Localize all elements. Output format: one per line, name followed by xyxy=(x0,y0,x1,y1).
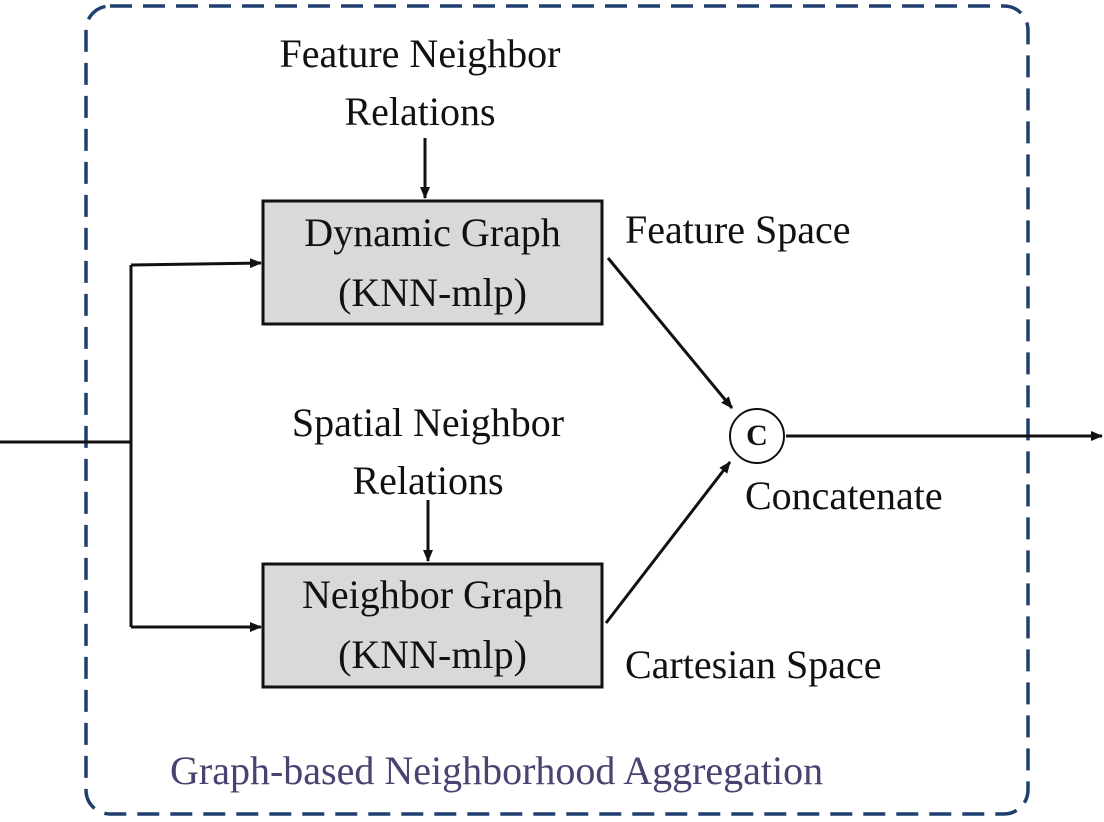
neighbor-graph-subtitle: (KNN-mlp) xyxy=(338,632,527,677)
dynamic-graph-title: Dynamic Graph xyxy=(304,210,561,255)
cartesian-space-label: Cartesian Space xyxy=(625,642,882,687)
neighbor-graph-box xyxy=(261,562,604,689)
spatial-neighbor-label-line2: Relations xyxy=(352,458,504,503)
arrow-feature-to-concat xyxy=(606,257,734,409)
feature-space-label: Feature Space xyxy=(625,207,851,252)
neighbor-graph-title: Neighbor Graph xyxy=(301,572,564,617)
concatenate-symbol: C xyxy=(746,419,768,452)
frame-title: Graph-based Neighborhood Aggregation xyxy=(170,748,824,793)
dynamic-graph-subtitle: (KNN-mlp) xyxy=(338,270,527,315)
spatial-neighbor-label-line1: Spatial Neighbor xyxy=(291,400,565,445)
concatenate-node xyxy=(729,408,785,464)
concatenate-label: Concatenate xyxy=(745,473,943,518)
arrow-to-dynamic-graph xyxy=(130,258,262,269)
feature-neighbor-label-line1: Feature Neighbor xyxy=(279,31,561,76)
arrow-cartesian-to-concat xyxy=(604,461,732,624)
aggregation-frame xyxy=(84,4,1030,816)
feature-neighbor-label-line2: Relations xyxy=(344,89,496,134)
dynamic-graph-box xyxy=(261,199,604,326)
